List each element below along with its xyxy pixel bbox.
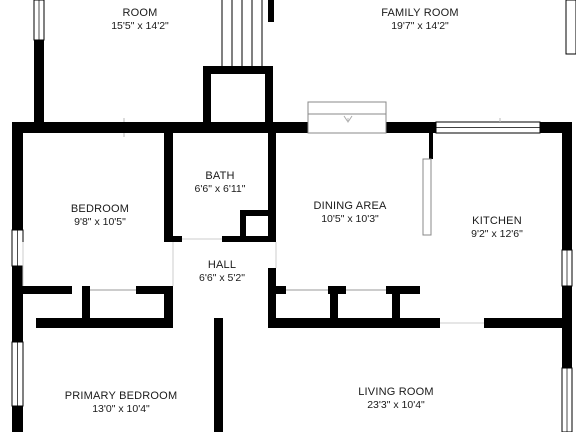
room-label-room: ROOM 15'5" x 14'2"	[111, 7, 169, 33]
wall-hall-right-upper	[268, 268, 276, 290]
wall-bath-closet-top	[240, 210, 270, 216]
room-name: FAMILY ROOM	[381, 7, 459, 19]
wall-closet-right-top-3	[386, 286, 420, 294]
room-label-living-room: LIVING ROOM 23'3" x 10'4"	[358, 386, 434, 412]
wall-left-exterior-mid	[12, 266, 23, 342]
wall-main-horizontal-left	[12, 122, 308, 133]
room-label-bath: BATH 6'6" x 6'11"	[195, 170, 246, 196]
room-dimensions: 13'0" x 10'4"	[92, 403, 150, 416]
room-name: PRIMARY BEDROOM	[64, 390, 178, 402]
wall-bath-bottom-left	[164, 236, 182, 242]
wall-primary-living-divider	[214, 318, 223, 432]
room-name: HALL	[207, 259, 237, 271]
windows	[11, 0, 576, 432]
wall-bath-right	[268, 122, 276, 242]
wall-hall-right-lower	[268, 286, 276, 328]
room-dimensions: 10'5" x 10'3"	[321, 213, 379, 226]
wall-closet-right-top-1	[268, 286, 286, 294]
room-name: DINING AREA	[313, 200, 387, 212]
wall-closet-right-div-1	[330, 286, 338, 326]
fireplace-opening	[307, 101, 387, 134]
room-name: BEDROOM	[70, 203, 130, 215]
wall-room-family-divider	[268, 0, 274, 22]
wall-top-left-vertical	[34, 40, 44, 122]
wall-kitchen-divider	[429, 133, 433, 159]
wall-closet-divider-1	[82, 286, 90, 326]
room-name: KITCHEN	[472, 215, 522, 227]
wall-left-exterior-upper	[12, 122, 23, 230]
room-name: LIVING ROOM	[358, 386, 434, 398]
wall-closet-row-top-left	[12, 286, 72, 294]
room-label-family-room: FAMILY ROOM 19'7" x 14'2"	[381, 7, 459, 33]
kitchen-peninsula	[422, 158, 432, 236]
room-label-bedroom: BEDROOM 9'8" x 10'5"	[71, 203, 129, 229]
wall-hall-left	[164, 286, 173, 328]
room-dimensions: 9'8" x 10'5"	[74, 216, 126, 229]
room-label-primary-bedroom: PRIMARY BEDROOM 13'0" x 10'4"	[65, 390, 178, 416]
wall-bedroom-right	[164, 122, 173, 242]
room-dimensions: 6'6" x 5'2"	[199, 272, 245, 285]
wall-closet-row-top-mid	[136, 286, 173, 294]
wall-bath-closet-left	[240, 210, 246, 242]
wall-right-exterior-upper	[562, 122, 572, 250]
room-name: ROOM	[122, 7, 158, 19]
wall-stair-top	[203, 66, 273, 74]
room-name: BATH	[205, 170, 235, 182]
wall-living-top-left	[268, 318, 440, 328]
room-dimensions: 15'5" x 14'2"	[111, 20, 169, 33]
wall-stair-right	[265, 66, 273, 124]
wall-left-exterior-lower	[12, 406, 23, 432]
room-label-kitchen: KITCHEN 9'2" x 12'6"	[471, 215, 523, 241]
room-dimensions: 6'6" x 6'11"	[194, 183, 246, 196]
room-label-hall: HALL 6'6" x 5'2"	[199, 259, 245, 285]
room-dimensions: 9'2" x 12'6"	[471, 228, 523, 241]
wall-living-top-right	[484, 318, 572, 328]
room-dimensions: 19'7" x 14'2"	[391, 20, 449, 33]
wall-stair-left	[203, 66, 211, 124]
wall-bath-bottom-right	[222, 236, 276, 242]
fixtures	[22, 101, 501, 324]
stairs	[221, 0, 263, 66]
room-dimensions: 23'3" x 10'4"	[367, 399, 425, 412]
window-top-right	[565, 0, 576, 55]
wall-bedroom-bottom	[36, 318, 173, 328]
wall-closet-right-div-2	[392, 286, 400, 326]
room-label-dining-area: DINING AREA 10'5" x 10'3"	[313, 200, 386, 226]
